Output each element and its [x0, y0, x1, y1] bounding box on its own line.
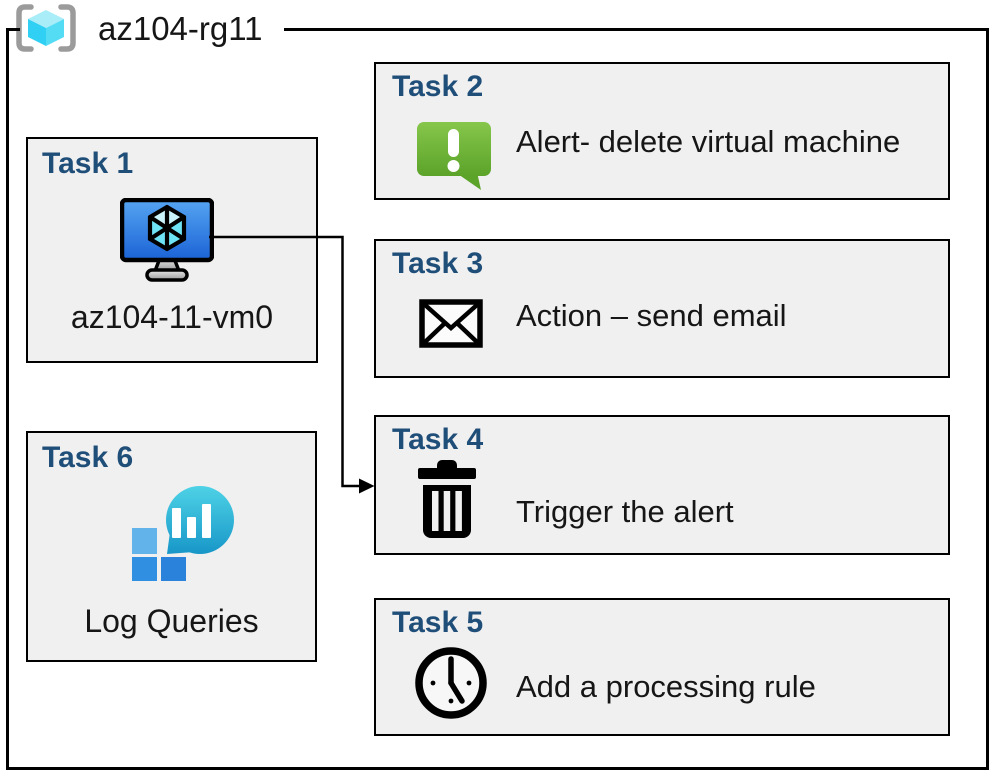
task-5-box: Task 5 Add a processing rule: [374, 598, 950, 736]
task-4-label: Trigger the alert: [516, 494, 734, 529]
email-icon: [419, 299, 483, 348]
task-3-title: Task 3: [392, 247, 484, 280]
alert-icon: [417, 122, 491, 190]
task-2-title: Task 2: [392, 70, 484, 103]
resource-group-icon: [16, 4, 76, 52]
task-2-box: Task 2 Alert- delete virtual machine: [374, 62, 950, 200]
task-2-label: Alert- delete virtual machine: [516, 124, 901, 159]
task-4-box: Task 4 Trigger the alert: [374, 415, 950, 555]
task-3-box: Task 3 Action – send email: [374, 239, 950, 378]
task-6-title: Task 6: [42, 441, 134, 474]
task-5-label: Add a processing rule: [516, 669, 816, 704]
task-1-box: Task 1: [26, 137, 318, 363]
task-3-label: Action – send email: [516, 298, 787, 333]
clock-icon: [415, 647, 487, 719]
log-queries-icon: [132, 486, 234, 581]
task-6-box: Task 6 Log Queries: [26, 431, 317, 662]
task-4-title: Task 4: [392, 423, 484, 456]
task-1-label: az104-11-vm0: [70, 299, 274, 335]
virtual-machine-icon: [120, 198, 214, 282]
task-1-title: Task 1: [42, 147, 134, 180]
task-5-title: Task 5: [392, 606, 484, 639]
resource-group-label: az104-rg11: [98, 10, 263, 47]
delete-icon: [418, 460, 476, 538]
task-6-label: Log Queries: [84, 603, 259, 639]
